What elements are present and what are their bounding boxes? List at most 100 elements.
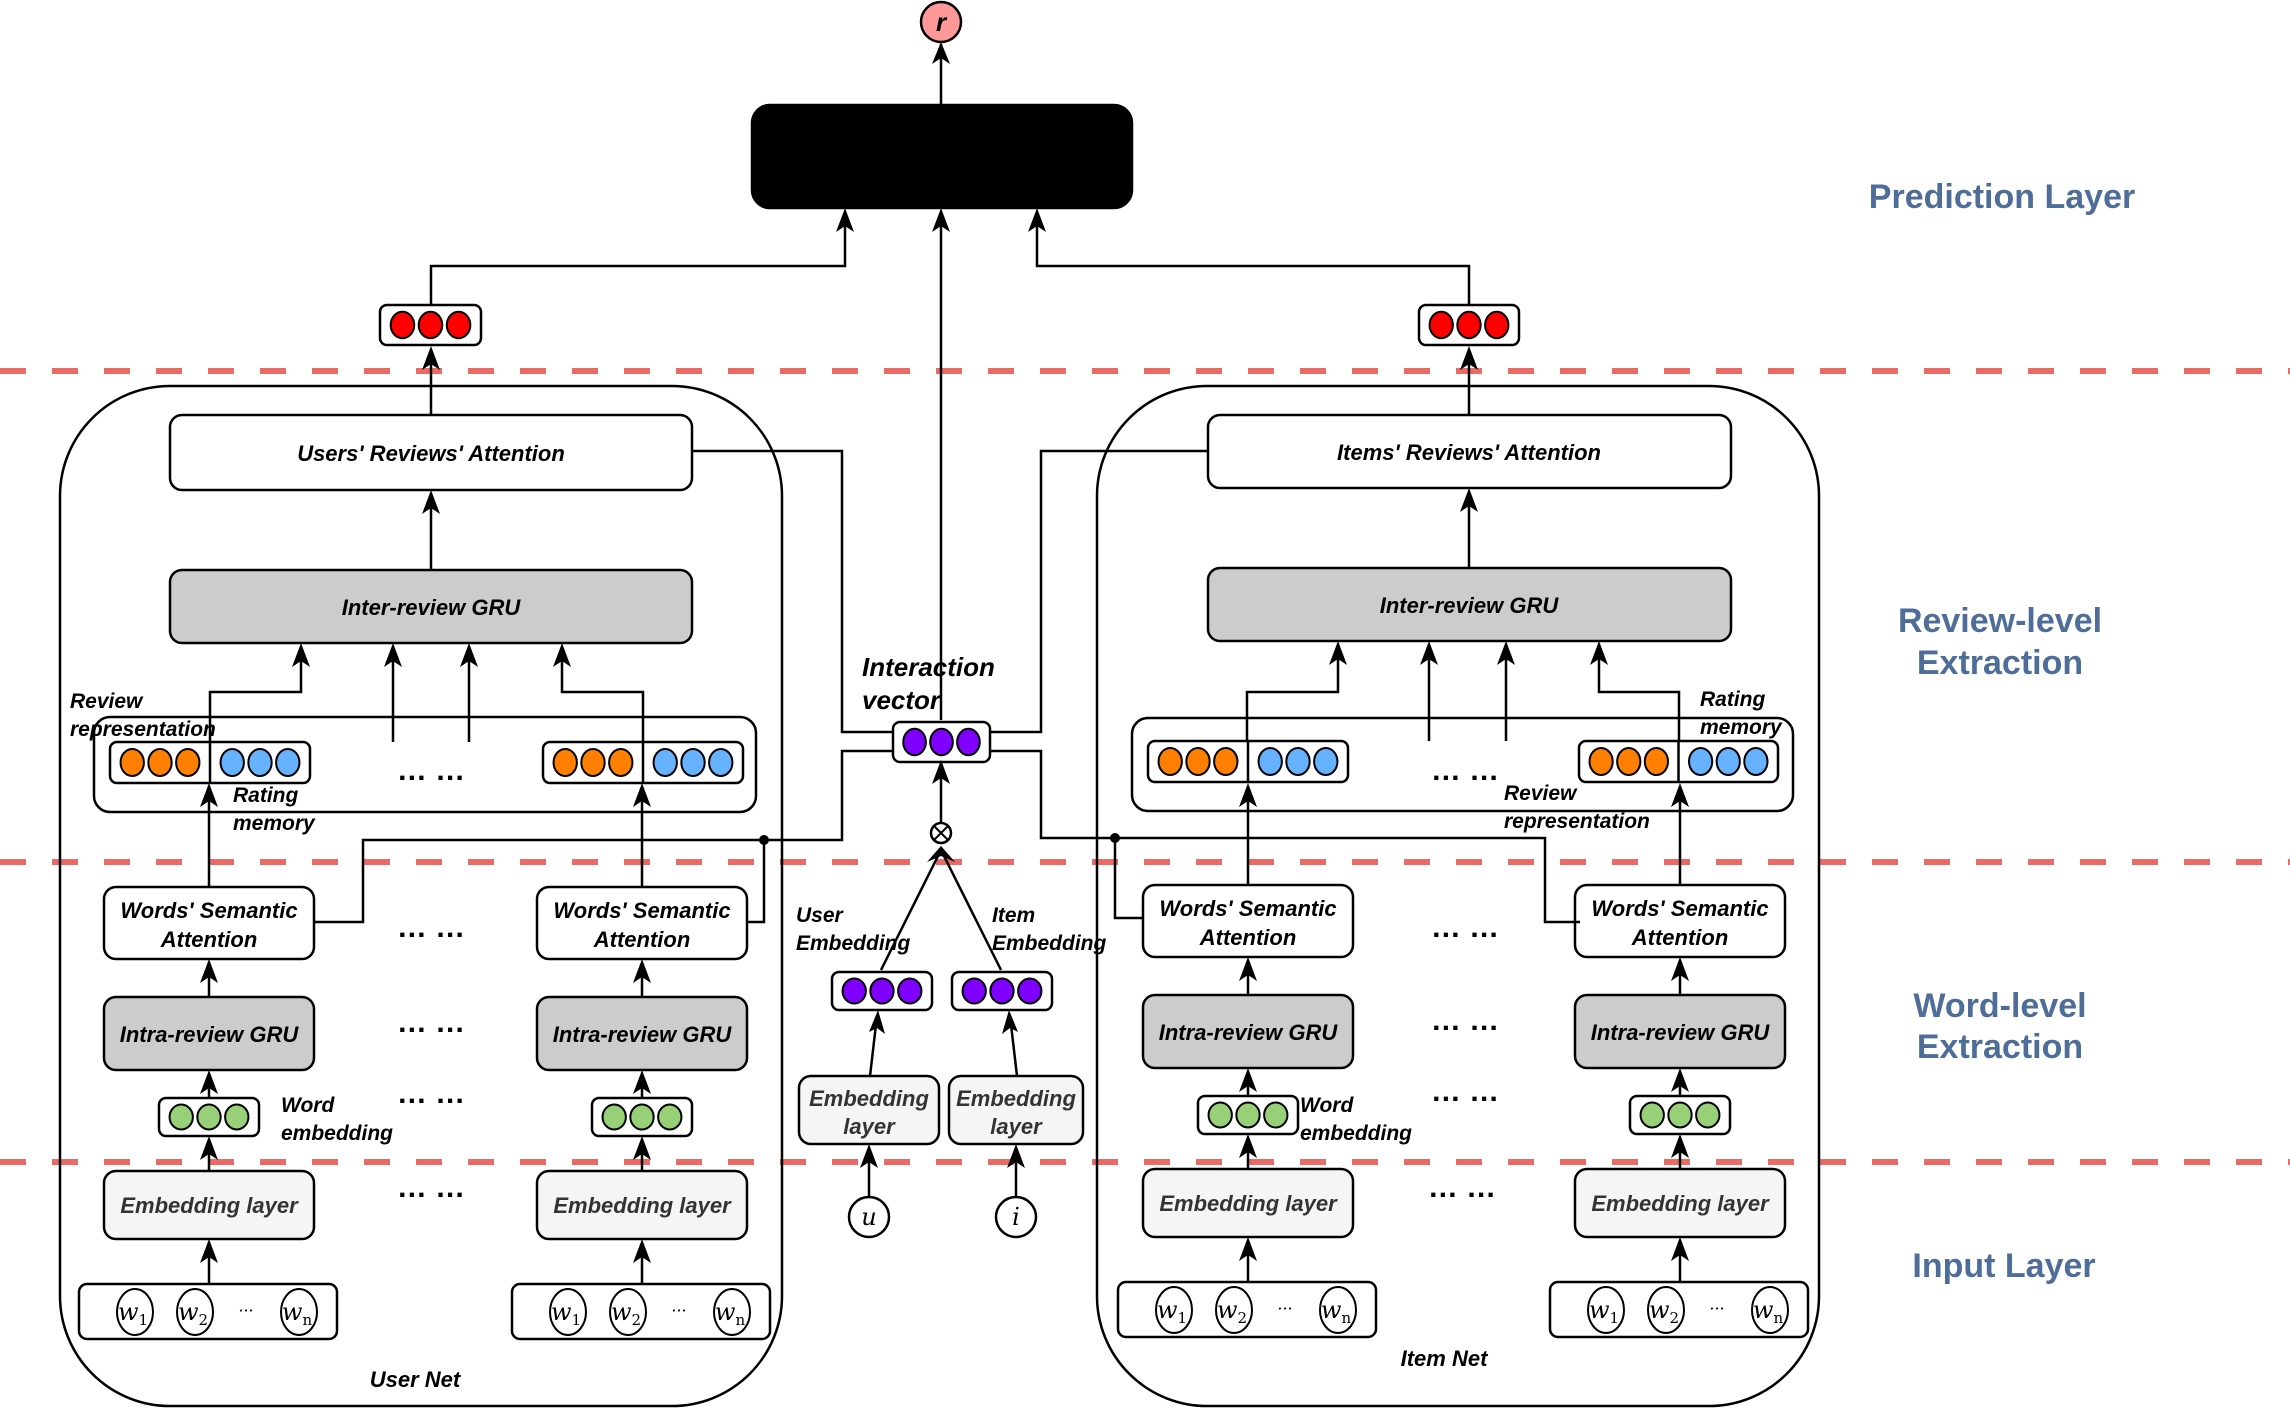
user-rating-memory-label: Rating — [233, 784, 299, 807]
word-embedding-layer: Embedding layer — [1141, 1167, 1355, 1239]
arrowhead — [633, 1239, 651, 1263]
item-review-repr-label-2: representation — [1504, 810, 1650, 833]
user-review-vector-last — [541, 740, 745, 785]
arrowhead — [384, 643, 402, 667]
words-attention-label: Words' Semantic — [1591, 896, 1768, 921]
user-inter-review-gru: Inter-review GRU — [168, 568, 694, 645]
arrowhead — [422, 490, 440, 514]
review-repr-unit — [580, 747, 606, 778]
user-id-input-node: u — [847, 1195, 891, 1239]
item-id-input-node: i — [994, 1195, 1038, 1239]
interaction-unit — [929, 727, 954, 757]
intra-gru-label: Intra-review GRU — [120, 1022, 300, 1047]
word-embedding-unit — [1695, 1101, 1721, 1129]
embedding-layer-label: Embedding layer — [120, 1193, 299, 1218]
embedding-layer-label: Embedding layer — [1159, 1191, 1338, 1216]
user-words-attn-last-link — [747, 840, 766, 924]
user-embedding-unit — [869, 977, 895, 1005]
ellipsis: … … — [397, 1006, 465, 1039]
review-repr-unit — [1643, 746, 1669, 777]
user-review-repr-label-2: representation — [70, 718, 216, 741]
arrowhead — [1239, 1068, 1257, 1092]
word-node — [280, 1288, 318, 1336]
rating-memory-unit — [1257, 746, 1283, 777]
item-word-embedding-label-2: embedding — [1300, 1122, 1412, 1145]
word-node — [549, 1288, 587, 1336]
arrowhead — [836, 208, 854, 232]
intra-review-gru: Intra-review GRU — [1573, 993, 1787, 1070]
connector — [208, 649, 303, 742]
junction-dot — [759, 835, 769, 845]
item-final-vector — [1417, 303, 1521, 347]
user-review-memory-container — [92, 715, 758, 814]
review-repr-unit — [1588, 746, 1614, 777]
ellipsis: … … — [1431, 1075, 1499, 1108]
word-embedding-layer: Embedding layer — [102, 1169, 316, 1241]
word-ellipsis: ··· — [671, 1301, 686, 1320]
arrowhead — [1239, 1134, 1257, 1158]
svg-text:Embedding: Embedding — [809, 1086, 929, 1111]
word-embedding-unit — [601, 1103, 627, 1131]
rating-memory-unit — [219, 747, 245, 778]
item-embedding-vector — [950, 970, 1054, 1012]
connector — [560, 649, 645, 742]
rating-memory-unit — [680, 747, 706, 778]
word-ellipsis: ··· — [238, 1301, 253, 1320]
review-repr-unit — [175, 747, 201, 778]
item-final-unit — [1484, 310, 1510, 340]
layer-label-word-level-2: Extraction — [1917, 1028, 2083, 1066]
rating-memory-unit — [708, 747, 734, 778]
arrowhead — [860, 1144, 878, 1168]
element-wise-product-operator — [929, 821, 953, 845]
rating-memory-unit — [247, 747, 273, 778]
arrowhead — [633, 783, 651, 807]
item-rating-memory-label-2: memory — [1700, 716, 1783, 739]
arrowhead — [200, 1070, 218, 1094]
user-review-repr-label: Review — [70, 690, 144, 713]
item-net-container — [1095, 384, 1821, 1408]
user-final-vector — [378, 303, 483, 347]
item-reviews-attention: Items' Reviews' Attention — [1206, 413, 1733, 490]
svg-text:Users' Reviews' Attention: Users' Reviews' Attention — [297, 441, 565, 466]
rating-memory-unit — [1313, 746, 1339, 777]
review-repr-unit — [147, 747, 173, 778]
arrowhead — [927, 846, 955, 862]
arrowhead — [1671, 1237, 1689, 1261]
item-final-unit — [1428, 310, 1454, 340]
item-inter-review-gru: Inter-review GRU — [1206, 566, 1733, 643]
arrowhead — [1239, 957, 1257, 981]
rating-memory-unit — [1715, 746, 1741, 777]
word-node — [176, 1288, 214, 1336]
arrowhead — [932, 208, 950, 232]
word-embedding-unit — [224, 1103, 250, 1131]
words-attention-label-2: Attention — [593, 927, 691, 952]
user-word-embedding-label: Word — [281, 1094, 335, 1117]
word-embedding-vector — [1628, 1094, 1732, 1136]
word-node — [1215, 1286, 1253, 1334]
review-repr-unit — [1213, 746, 1239, 777]
embedding-layer-label: Embedding layer — [1591, 1191, 1770, 1216]
review-repr-unit — [552, 747, 578, 778]
intra-review-gru: Intra-review GRU — [1141, 993, 1355, 1070]
item-embedding-unit — [961, 977, 987, 1005]
arrowhead — [1002, 1010, 1018, 1034]
intra-review-gru: Intra-review GRU — [535, 995, 749, 1072]
arrowhead — [1497, 641, 1515, 665]
word-node — [1647, 1286, 1685, 1334]
arrowhead — [200, 959, 218, 983]
item-rating-memory-label: Rating — [1700, 688, 1766, 711]
review-repr-unit — [1616, 746, 1642, 777]
svg-text:r: r — [936, 7, 948, 37]
interaction-vector-label: Interaction — [862, 652, 995, 682]
words-attention-label: Words' Semantic — [120, 898, 297, 923]
layer-label-review-level-2: Extraction — [1917, 644, 2083, 682]
embedding-layer-label: Embedding layer — [553, 1193, 732, 1218]
word-embedding-unit — [1639, 1101, 1665, 1129]
item-final-unit — [1456, 310, 1482, 340]
